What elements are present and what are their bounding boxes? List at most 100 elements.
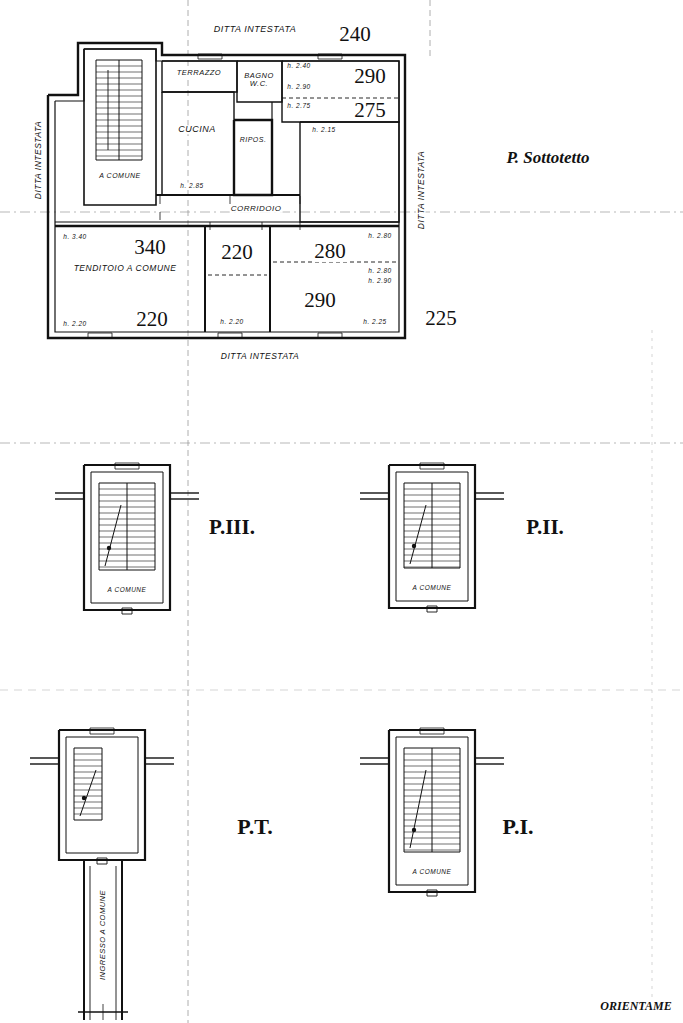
ceiling-height: h. 2.90 bbox=[286, 84, 311, 91]
owner-note: DITTA INTESTATA bbox=[220, 352, 300, 361]
stair-arrow bbox=[107, 546, 111, 550]
stair-flight bbox=[119, 60, 120, 160]
stair-tread bbox=[99, 489, 155, 490]
stair-flight bbox=[74, 748, 102, 820]
stair-tread bbox=[96, 108, 142, 109]
window-mark bbox=[115, 463, 139, 469]
ceiling-height: h. 2.15 bbox=[311, 127, 336, 134]
stair-arrow bbox=[105, 505, 121, 566]
owner-note: DITTA INTESTATA bbox=[213, 25, 298, 34]
stair-arrow bbox=[412, 828, 416, 832]
wall-line bbox=[360, 757, 389, 758]
stair-tread bbox=[96, 96, 142, 97]
stair-tread bbox=[404, 525, 460, 526]
window-mark bbox=[318, 54, 342, 59]
height-number: 280 bbox=[313, 240, 347, 262]
stair-tread bbox=[404, 531, 460, 532]
stair-tread bbox=[96, 138, 142, 139]
door-mark bbox=[103, 1004, 104, 1020]
stair-tread bbox=[404, 519, 460, 520]
floor-title: P.III. bbox=[208, 516, 256, 538]
stair-tread bbox=[404, 495, 460, 496]
stairwell-wall bbox=[396, 737, 468, 885]
room-wall bbox=[204, 226, 206, 332]
wall-line bbox=[116, 866, 117, 1020]
window-mark bbox=[218, 333, 242, 338]
ceiling-height: h. 2.25 bbox=[362, 319, 387, 326]
stair-arrow bbox=[80, 770, 96, 816]
stair-tread bbox=[96, 144, 142, 145]
room-name: CORRIDOIO bbox=[230, 205, 283, 213]
stair-tread bbox=[96, 102, 142, 103]
ceiling-height: h. 2.20 bbox=[62, 321, 87, 328]
stair-tread bbox=[404, 754, 460, 755]
ceiling-change-line bbox=[208, 275, 267, 276]
wall-line bbox=[30, 763, 59, 764]
stair-tread bbox=[404, 543, 460, 544]
stairwell-wall bbox=[396, 472, 468, 601]
stair-arrow bbox=[410, 770, 426, 848]
stair-tread bbox=[99, 537, 155, 538]
staircase-plan bbox=[30, 728, 174, 1020]
stair-note: A COMUNE bbox=[412, 869, 453, 876]
staircase-plan bbox=[55, 463, 199, 614]
door-mark bbox=[122, 608, 132, 614]
room-wall bbox=[162, 61, 237, 92]
stair-arrow bbox=[410, 505, 426, 564]
wall-line bbox=[90, 866, 91, 1020]
wall-line bbox=[475, 492, 504, 493]
door-mark bbox=[427, 890, 437, 896]
door-mark bbox=[300, 222, 301, 230]
wall-line bbox=[121, 860, 123, 1020]
stair-tread bbox=[96, 150, 142, 151]
stair-tread bbox=[96, 78, 142, 79]
wall-line bbox=[475, 498, 504, 499]
room-wall bbox=[271, 102, 272, 195]
door-mark bbox=[230, 196, 231, 204]
room-name: BAGNO W.C. bbox=[241, 72, 277, 88]
stairwell-wall bbox=[84, 49, 156, 205]
stair-tread bbox=[99, 543, 155, 544]
ceiling-height: h. 2.40 bbox=[286, 63, 311, 70]
stair-tread bbox=[99, 531, 155, 532]
stair-tread bbox=[74, 754, 102, 755]
ceiling-height: h. 3.40 bbox=[62, 234, 87, 241]
stair-note: A COMUNE bbox=[107, 587, 148, 594]
grid-line bbox=[652, 330, 653, 1000]
corridor-wall bbox=[156, 194, 300, 196]
entrance-note: INGRESSO A COMUNE bbox=[99, 889, 107, 981]
ceiling-height: h. 2.20 bbox=[219, 319, 244, 326]
stair-tread bbox=[74, 784, 102, 785]
height-number: 220 bbox=[220, 241, 254, 263]
stair-tread bbox=[99, 519, 155, 520]
stair-tread bbox=[404, 784, 460, 785]
wall-line bbox=[55, 498, 84, 499]
stair-tread bbox=[96, 72, 142, 73]
ceiling-height: h. 2.80 bbox=[367, 233, 392, 240]
stair-tread bbox=[404, 549, 460, 550]
height-number: 240 bbox=[338, 23, 372, 45]
wall-line bbox=[55, 492, 84, 493]
ceiling-height: h. 2.80 bbox=[367, 268, 392, 275]
stair-tread bbox=[96, 90, 142, 91]
stair-tread bbox=[404, 808, 460, 809]
wall-line bbox=[360, 492, 389, 493]
stairwell-wall bbox=[389, 730, 475, 892]
attic-plan bbox=[48, 43, 405, 338]
floor-title: P. Sottotetto bbox=[506, 149, 591, 167]
stair-tread bbox=[99, 495, 155, 496]
ceiling-height: h. 2.90 bbox=[367, 278, 392, 285]
room-wall bbox=[282, 61, 399, 122]
room-wall bbox=[234, 120, 272, 195]
room-name: CUCINA bbox=[177, 125, 217, 134]
stair-tread bbox=[74, 778, 102, 779]
stair-tread bbox=[96, 114, 142, 115]
wall-line bbox=[475, 763, 504, 764]
stair-tread bbox=[96, 66, 142, 67]
stair-tread bbox=[99, 507, 155, 508]
outer-wall bbox=[48, 43, 405, 338]
stair-tread bbox=[74, 760, 102, 761]
stair-tread bbox=[404, 802, 460, 803]
stair-tread bbox=[99, 567, 155, 568]
